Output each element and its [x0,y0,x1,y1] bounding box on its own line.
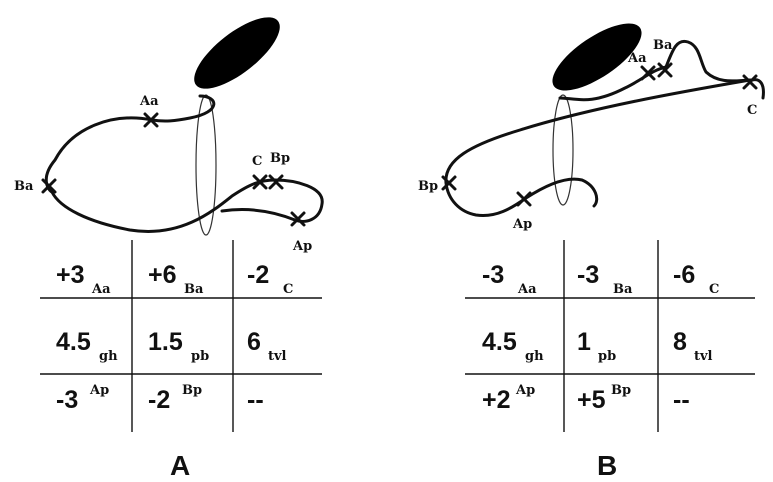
panel-b-marker-bp [441,175,457,191]
panel-b-caption: B [597,450,617,481]
panel-a-cell-middle-left-subscript: gh [99,349,118,364]
panel-b-cell-top-center-value: -3 [577,261,599,289]
panel-a-caption: A [170,450,190,481]
panel-a-label-aa: Aa [139,94,159,109]
panel-b-cell-top-center-subscript: Ba [613,282,633,297]
panel-a-cell-bottom-center: -2 Bp [148,383,202,414]
panel-b-ring [552,94,574,206]
panel-a-cell-middle-right: 6 tvl [247,328,287,364]
panel-b-cell-bottom-right-value: -- [673,386,690,414]
panel-a-label-ba: Ba [14,179,34,194]
panel-a-diagram: Aa Ba C Bp Ap [14,17,324,254]
panel-a-marker-ap [290,211,306,227]
panel-a-cell-middle-center: 1.5 pb [148,328,209,364]
panel-b-cell-bottom-center-value: +5 [577,386,606,414]
panel-b-cell-top-right-value: -6 [673,261,695,289]
panel-b-path-lower [444,78,752,218]
panel-a-cell-top-right-subscript: C [283,282,293,297]
panel-b-label-ap: Ap [512,217,532,232]
panel-b-cell-top-left: -3Aa [482,261,537,297]
panel-a-marker-c [252,174,268,190]
panel-a-cell-middle-center-value: 1.5 [148,328,183,356]
panel-a-cell-bottom-left: -3 Ap [56,383,109,414]
panel-a-cell-top-left-value: +3 [56,261,85,289]
panel-a-cell-top-left: +3Aa [56,261,111,297]
panel-b-marker-ap [516,191,532,207]
panel-a-marker-ba [41,178,57,194]
panel-a: Aa Ba C Bp Ap +3Aa+6Ba-2C4.5gh1.5pb6tvl-… [14,17,324,481]
panel-b-cell-bottom-right: -- [673,386,690,414]
panel-b-diagram: Aa Ba C Bp Ap [418,23,765,232]
panel-b-cell-top-right: -6C [673,261,719,297]
panel-b-black-ellipse [552,23,642,91]
panel-b-marker-aa [640,65,656,81]
panel-a-cell-bottom-center-superscript: Bp [182,383,202,398]
panel-a-marker-aa [143,112,159,128]
panel-a-path-upper [44,94,216,194]
panel-a-cell-middle-right-subscript: tvl [268,349,287,364]
panel-b-cell-middle-center-value: 1 [577,328,591,356]
panel-a-cell-top-center: +6Ba [148,261,204,297]
panel-a-label-bp: Bp [270,151,290,166]
panel-a-cell-bottom-right-value: -- [247,386,264,414]
panel-b-cell-bottom-center: +5 Bp [577,383,631,414]
panel-b-label-aa: Aa [627,51,647,66]
panel-b-cell-middle-left-subscript: gh [525,349,544,364]
panel-a-cell-top-center-value: +6 [148,261,177,289]
panel-a-cell-middle-left: 4.5 gh [56,328,118,364]
panel-b-cell-bottom-left: +2 Ap [482,383,535,414]
panel-b-cell-bottom-left-superscript: Ap [515,383,535,398]
panel-a-label-ap: Ap [292,239,312,254]
panel-b-cell-bottom-center-superscript: Bp [611,383,631,398]
panel-b-cell-middle-right-subscript: tvl [694,349,713,364]
panel-b-marker-c [742,74,758,90]
panel-a-cell-top-right: -2C [247,261,293,297]
panel-b-cell-middle-left: 4.5 gh [482,328,544,364]
panel-a-ring [195,94,217,236]
panel-b-label-ba: Ba [653,38,673,53]
panel-b-cell-middle-center-subscript: pb [598,349,616,364]
panel-a-cell-bottom-left-superscript: Ap [89,383,109,398]
panel-a-label-c: C [252,154,262,169]
panel-b-cell-bottom-left-value: +2 [482,386,511,414]
panel-b-cell-top-left-subscript: Aa [517,282,537,297]
panel-b-cell-middle-right-value: 8 [673,328,687,356]
panel-a-cell-top-right-value: -2 [247,261,269,289]
panel-a-cell-top-left-subscript: Aa [91,282,111,297]
panel-a-cell-bottom-right: -- [247,386,264,414]
panel-b-cell-middle-center: 1 pb [577,328,616,364]
panel-a-black-ellipse [194,17,280,89]
panel-a-cell-middle-right-value: 6 [247,328,261,356]
panel-b-cell-middle-right: 8 tvl [673,328,713,364]
panel-b-marker-ba [657,62,673,78]
panel-a-cell-top-center-subscript: Ba [184,282,204,297]
panel-b-cell-top-left-value: -3 [482,261,504,289]
panel-a-cell-bottom-center-value: -2 [148,386,170,414]
panel-a-cell-middle-left-value: 4.5 [56,328,91,356]
panel-b-cell-top-center: -3Ba [577,261,633,297]
panel-b-label-c: C [747,103,757,118]
panel-a-marker-bp [268,174,284,190]
panel-a-cell-middle-center-subscript: pb [191,349,209,364]
panel-b-cell-top-right-subscript: C [709,282,719,297]
panel-a-cell-bottom-left-value: -3 [56,386,78,414]
panel-b-label-bp: Bp [418,179,438,194]
panel-b-cell-middle-left-value: 4.5 [482,328,517,356]
